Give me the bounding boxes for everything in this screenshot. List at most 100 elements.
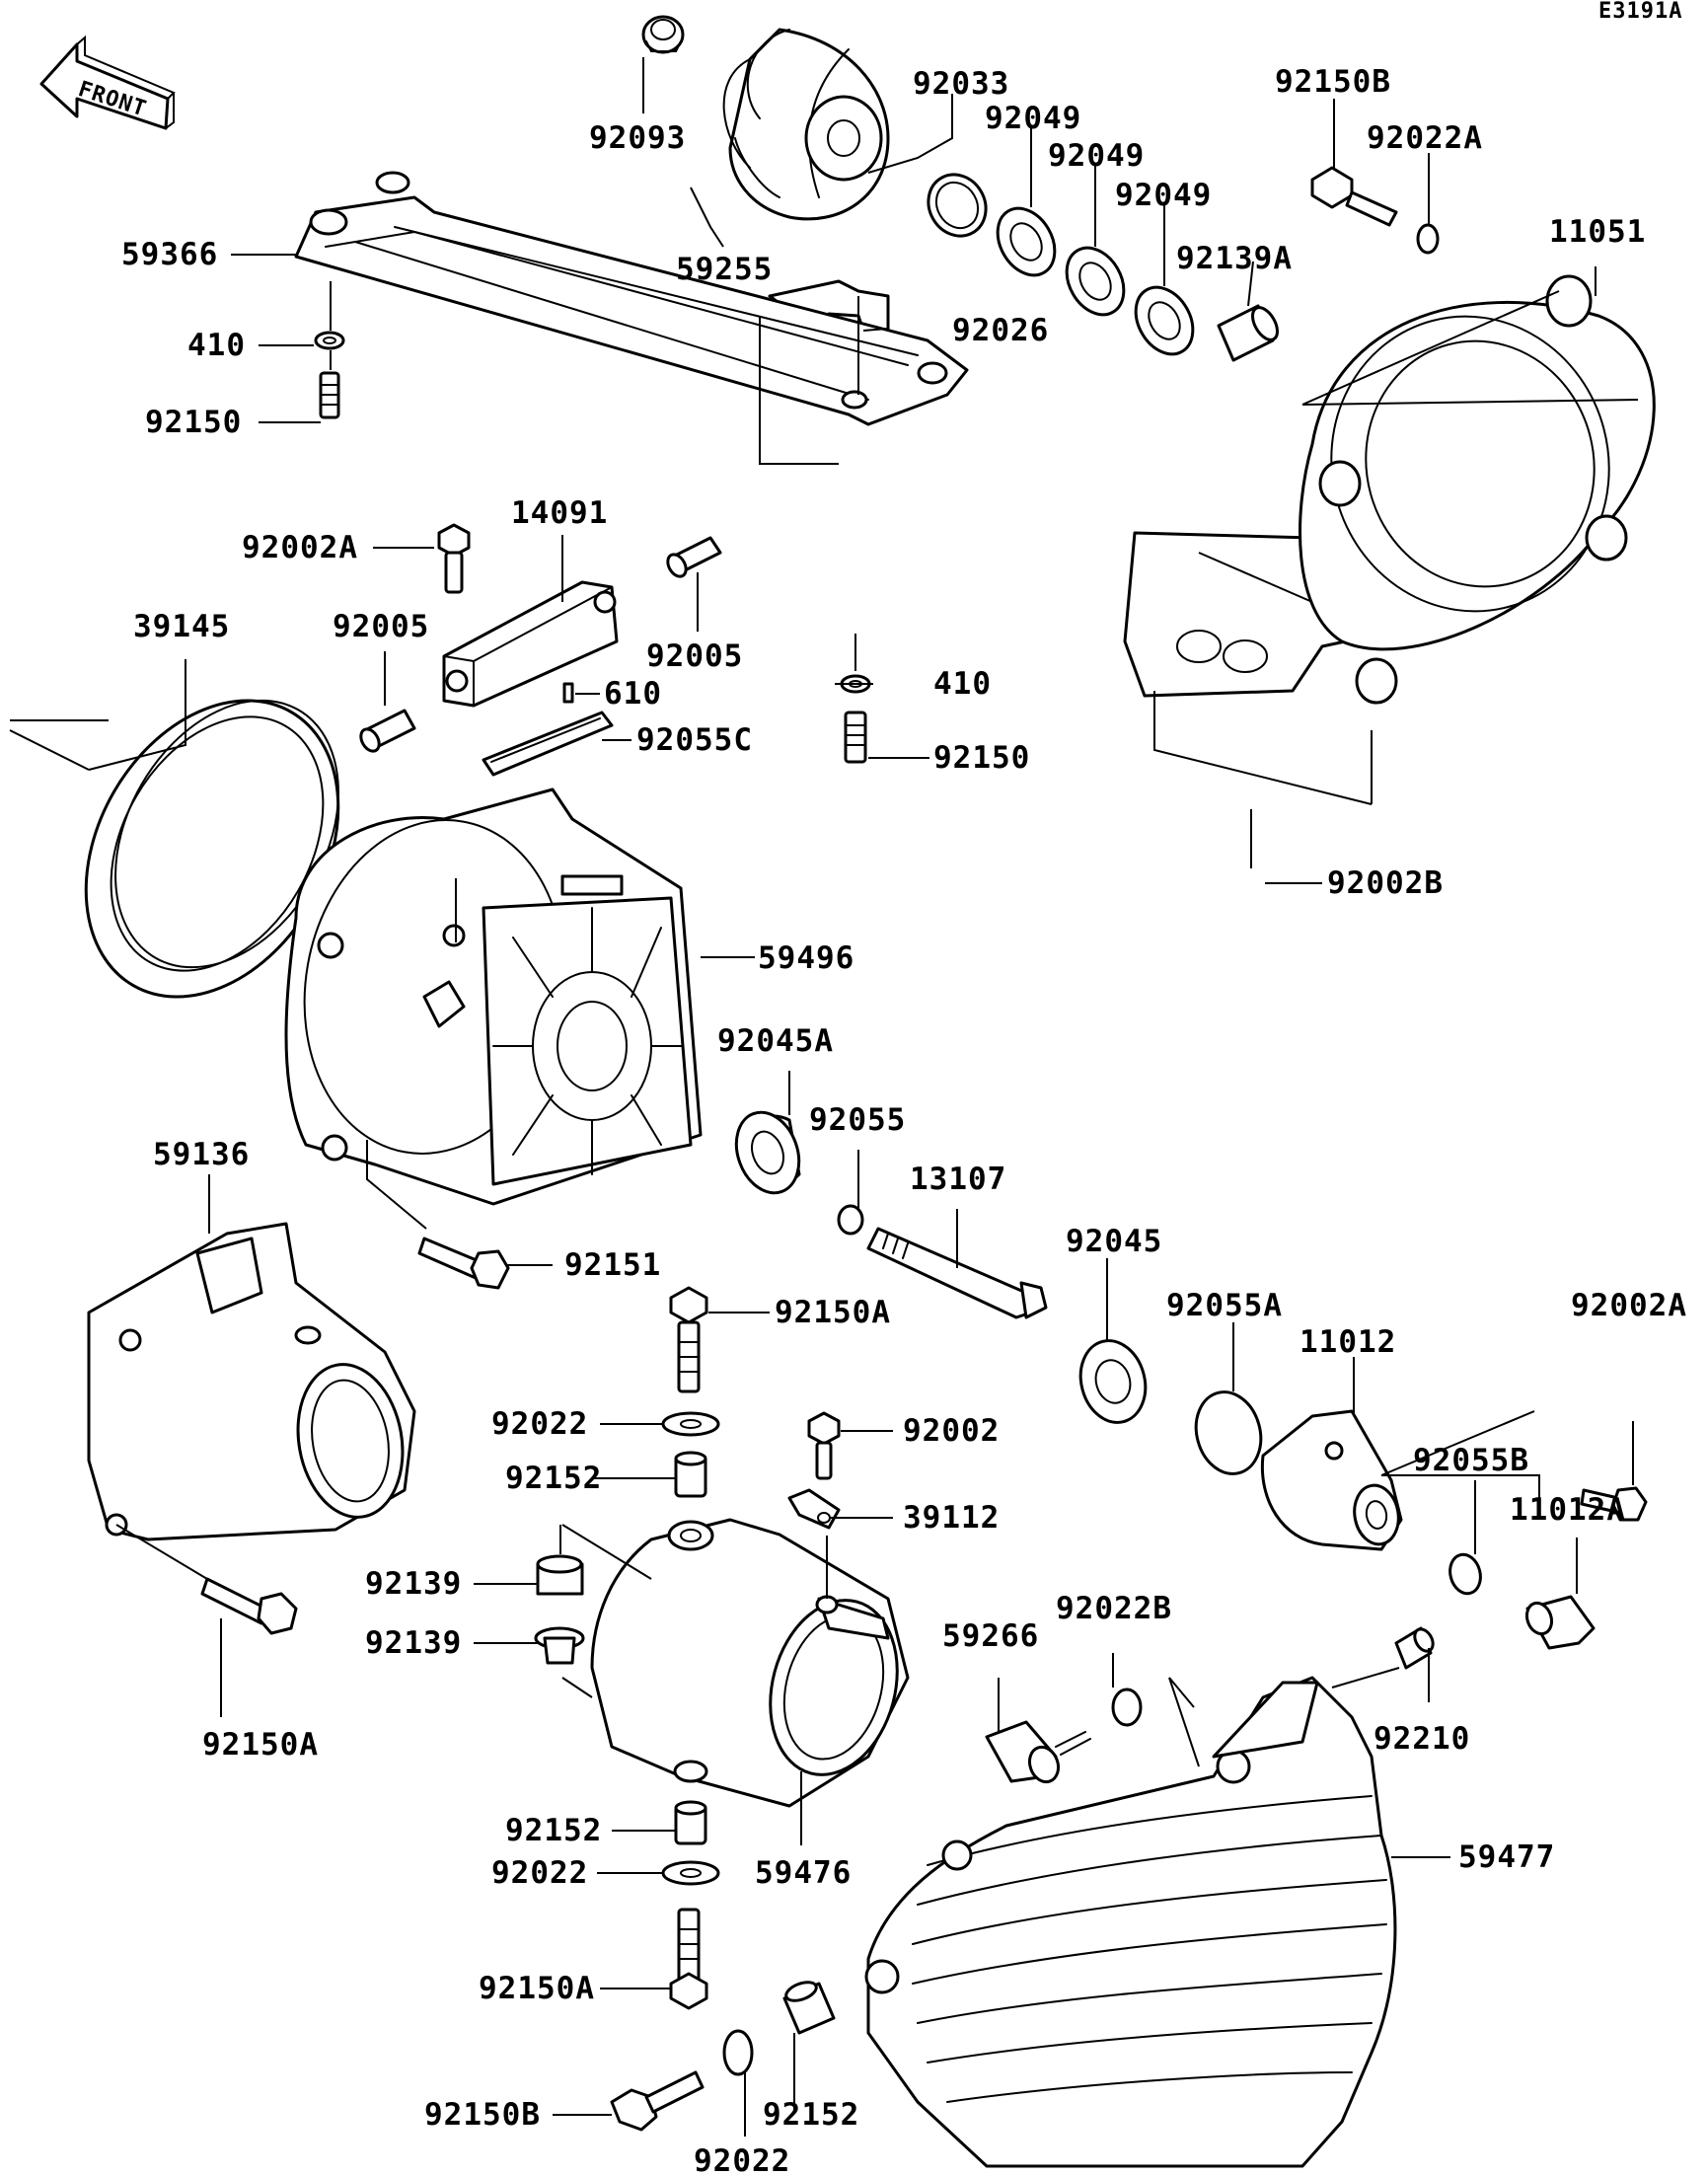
label-59496: 59496 [758, 940, 854, 976]
o-ring-92055A [1194, 1390, 1263, 1475]
collar-92152-mid [674, 1800, 707, 1845]
label-92049-c: 92049 [1115, 178, 1212, 213]
lever-39112 [787, 1488, 841, 1530]
label-92022-top: 92022 [491, 1406, 588, 1442]
bushing-92139-b [534, 1626, 585, 1665]
bolt-92151 [417, 1237, 510, 1290]
leader-lines [9, 57, 1639, 2137]
label-610: 610 [604, 676, 662, 712]
label-59477: 59477 [1458, 1839, 1555, 1875]
nipple-92005-left [359, 709, 416, 753]
label-92139A: 92139A [1176, 241, 1293, 276]
bolt-92150-mid [844, 711, 867, 764]
front-arrow-icon: FRONT [39, 35, 176, 130]
label-92150-top: 92150 [145, 405, 242, 440]
collar-92139A [1217, 304, 1279, 362]
label-92045A: 92045A [717, 1023, 834, 1059]
label-59476: 59476 [755, 1855, 852, 1891]
label-92150B-top: 92150B [1275, 64, 1391, 100]
collar-92152-top [674, 1451, 707, 1498]
o-ring-92055B [1448, 1552, 1482, 1596]
label-92033: 92033 [913, 66, 1009, 102]
label-410-mid: 410 [933, 666, 992, 702]
bolt-92150A-top [669, 1286, 708, 1393]
bushing-92139-a [536, 1554, 584, 1596]
label-92022B: 92022B [1056, 1591, 1172, 1626]
cap-11012 [1260, 1409, 1403, 1551]
label-59366: 59366 [121, 237, 218, 272]
label-59266: 59266 [942, 1618, 1039, 1654]
oil-seal-92049-a [996, 206, 1057, 277]
impeller-59255 [722, 28, 890, 221]
pump-case-59496 [284, 788, 703, 1206]
label-92055A: 92055A [1166, 1288, 1283, 1323]
oil-seal-92049-c [1134, 285, 1195, 356]
bolt-92150-top [319, 371, 340, 419]
washer-92022-top [661, 1411, 720, 1437]
label-11051: 11051 [1549, 214, 1646, 250]
fitting-59266 [985, 1720, 1091, 1784]
collar-92152-bottom [782, 1981, 836, 2035]
bolt-92150A-bottom [669, 1908, 708, 2010]
label-39145: 39145 [133, 609, 230, 644]
oil-seal-92049-b [1065, 246, 1126, 317]
housing-11051 [1123, 274, 1656, 705]
label-14091: 14091 [511, 495, 608, 531]
label-92055B: 92055B [1413, 1443, 1529, 1478]
label-92022-mid: 92022 [491, 1855, 588, 1891]
label-92150A-top: 92150A [775, 1295, 891, 1330]
label-92049-a: 92049 [985, 101, 1081, 136]
reverse-bucket-59477 [864, 1676, 1397, 2168]
label-92005-left: 92005 [333, 609, 429, 644]
label-92151: 92151 [564, 1247, 661, 1283]
label-92022-bottom: 92022 [694, 2143, 790, 2176]
label-92049-b: 92049 [1048, 138, 1145, 174]
label-92150B-bottom: 92150B [424, 2097, 541, 2133]
label-92150-mid: 92150 [933, 740, 1030, 776]
gasket-92055C [482, 711, 614, 777]
washer-92022-mid [661, 1860, 720, 1886]
label-92139-b: 92139 [365, 1625, 462, 1661]
nozzle-59476 [590, 1518, 910, 1808]
fitting-92210 [1394, 1626, 1435, 1670]
label-11012A: 11012A [1510, 1492, 1626, 1528]
label-92002B: 92002B [1327, 865, 1444, 901]
label-92055: 92055 [809, 1102, 906, 1138]
bolt-92150A-left [200, 1577, 298, 1635]
label-92150A-bottom: 92150A [479, 1971, 595, 2006]
label-92002A-right: 92002A [1571, 1288, 1687, 1323]
washer-92022-bottom [722, 2029, 754, 2076]
bolt-92002 [807, 1411, 841, 1480]
nipple-92005-right [666, 536, 722, 578]
bolt-92150B-bottom [610, 2070, 705, 2132]
label-92139-a: 92139 [365, 1566, 462, 1602]
diagram-id: E3191A [1598, 0, 1682, 24]
washer-410-top [314, 331, 345, 350]
circlip-92033 [927, 173, 988, 238]
label-92152-mid: 92152 [505, 1813, 602, 1848]
label-13107: 13107 [910, 1162, 1006, 1197]
nozzle-59136 [87, 1222, 416, 1541]
shaft-13107 [866, 1227, 1048, 1319]
label-92152-bottom: 92152 [763, 2097, 859, 2133]
part-labels: 92093 92033 92049 92049 92049 92150B 920… [121, 64, 1687, 2176]
label-92002A-left: 92002A [242, 530, 358, 565]
bearing-92045 [1078, 1339, 1148, 1424]
bolt-92002A-left [437, 523, 471, 594]
pin-610 [562, 682, 574, 704]
label-92152-top: 92152 [505, 1461, 602, 1496]
plug-11012A [1524, 1595, 1596, 1650]
label-11012: 11012 [1300, 1324, 1396, 1360]
label-92005-right: 92005 [646, 638, 743, 674]
bracket-59366 [294, 171, 969, 426]
label-92045: 92045 [1066, 1224, 1162, 1259]
bolt-92150B-top [1310, 166, 1398, 227]
label-410-top: 410 [187, 328, 246, 363]
washer-92022A [1416, 223, 1440, 255]
o-ring-92055 [837, 1204, 864, 1236]
label-59255: 59255 [676, 252, 773, 287]
label-92022A: 92022A [1367, 120, 1483, 156]
label-39112: 39112 [903, 1500, 1000, 1536]
label-59136: 59136 [153, 1137, 250, 1172]
